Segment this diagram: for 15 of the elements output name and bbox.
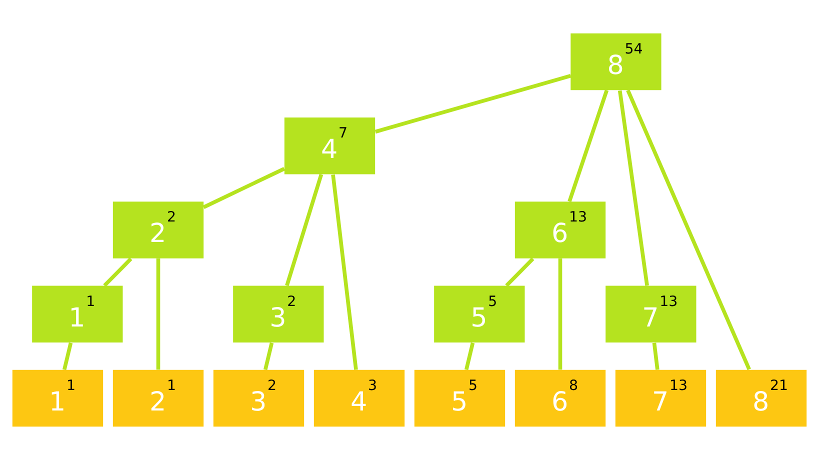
connector (331, 174, 358, 370)
connector (568, 90, 609, 202)
connector (374, 74, 572, 134)
connector (62, 342, 73, 370)
connector (464, 342, 475, 370)
connector (626, 89, 751, 370)
connector (618, 90, 649, 286)
connector (103, 257, 132, 287)
connector (263, 342, 274, 370)
connector (156, 258, 160, 370)
connector (202, 167, 286, 209)
connector (285, 174, 324, 286)
connector (652, 342, 660, 370)
connector (505, 257, 534, 287)
connector (558, 258, 562, 370)
